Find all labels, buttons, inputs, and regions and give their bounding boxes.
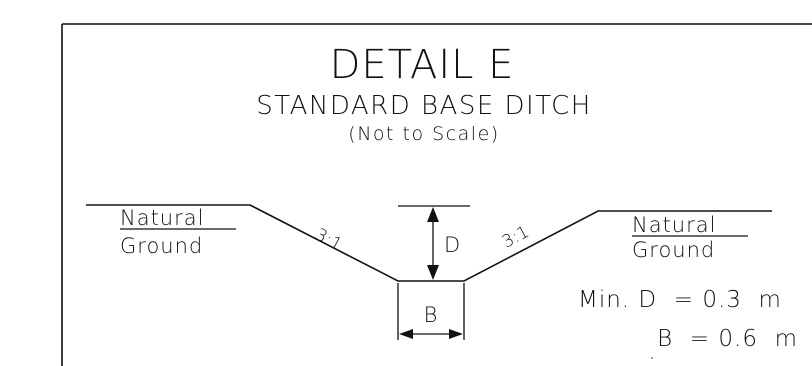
stray-mark xyxy=(651,357,653,359)
depth-dimension: D xyxy=(398,205,470,280)
depth-arrow-top xyxy=(427,207,439,222)
left-ground-line2: Ground xyxy=(120,234,203,258)
left-ground-line1: Natural xyxy=(120,206,204,230)
right-ground-label: Natural Ground xyxy=(632,213,748,262)
detail-title: DETAIL E xyxy=(330,42,515,88)
base-dimension: B xyxy=(397,283,465,340)
drawing-border xyxy=(61,23,812,366)
base-arrow-right xyxy=(449,329,463,339)
ditch-profile xyxy=(86,204,772,282)
spec-min-d: Min. D = 0.3 m xyxy=(578,287,782,313)
right-ground-line1: Natural xyxy=(632,213,716,237)
depth-label: D xyxy=(444,233,461,257)
detail-subtitle: STANDARD BASE DITCH xyxy=(256,91,592,121)
right-ground-line2: Ground xyxy=(632,238,715,262)
depth-arrow-bottom xyxy=(427,265,439,280)
base-label: B xyxy=(424,303,439,327)
base-arrow-left xyxy=(399,329,413,339)
spec-b: B = 0.6 m xyxy=(657,326,798,352)
left-ground-label: Natural Ground xyxy=(120,206,236,258)
scale-note: (Not to Scale) xyxy=(348,123,499,145)
